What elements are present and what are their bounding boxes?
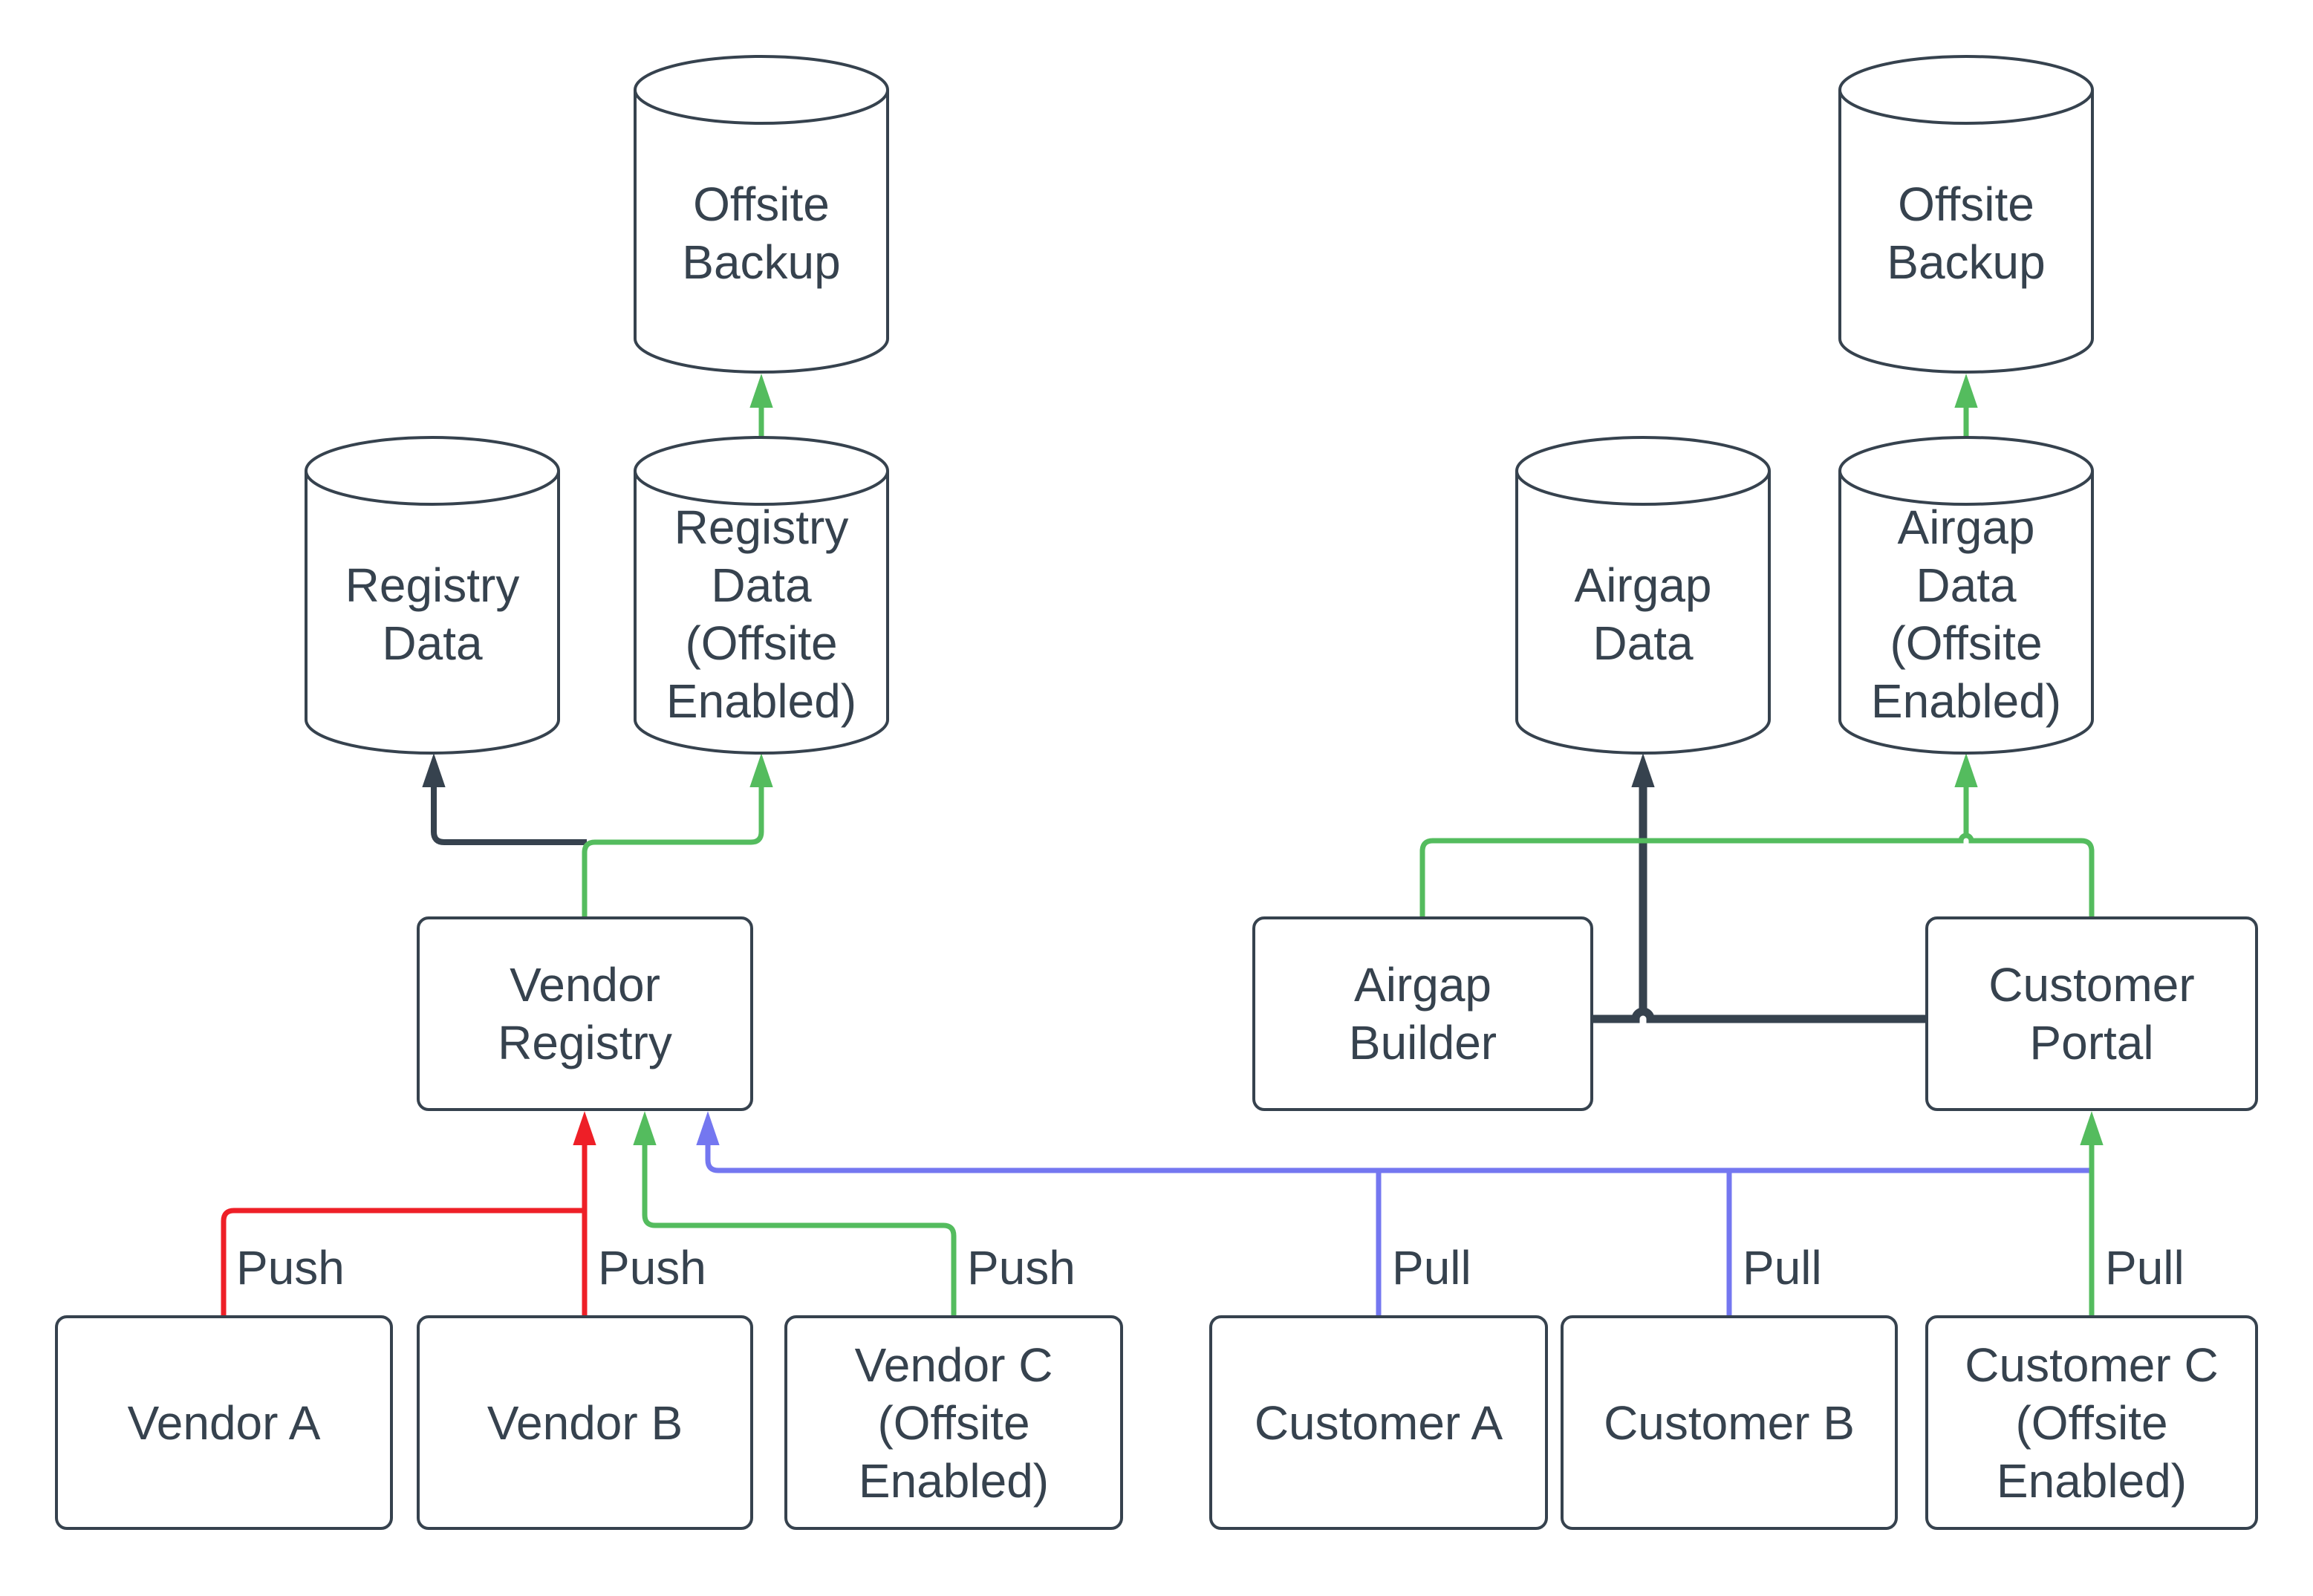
box-customer-c — [1925, 1315, 2258, 1530]
cylinder-offsite-backup-right — [1838, 55, 2094, 374]
edge-vendor-registry-to-registry-data — [422, 753, 587, 845]
box-customer-portal — [1925, 916, 2258, 1111]
edge-airgap-builder-customer-portal-offsite-trunk — [1419, 833, 2095, 918]
box-vendor-b — [417, 1315, 753, 1530]
edge-customers-pull-to-vendor-registry — [696, 1111, 2089, 1173]
edge-vendor-c-push — [633, 1111, 957, 1317]
edge-vendor-a-push — [221, 1208, 585, 1317]
cylinder-airgap-data-offsite — [1838, 436, 2094, 755]
box-vendor-registry — [417, 916, 753, 1111]
box-airgap-builder — [1252, 916, 1593, 1111]
box-vendor-a — [55, 1315, 393, 1530]
cylinder-registry-data — [305, 436, 560, 755]
edge-vendor-registry-to-registry-data-offsite — [582, 753, 773, 918]
cylinder-airgap-data — [1515, 436, 1771, 755]
box-vendor-c — [784, 1315, 1123, 1530]
box-customer-a — [1209, 1315, 1548, 1530]
cylinder-registry-data-offsite — [634, 436, 889, 755]
cylinder-offsite-backup-left — [634, 55, 889, 374]
box-customer-b — [1561, 1315, 1898, 1530]
